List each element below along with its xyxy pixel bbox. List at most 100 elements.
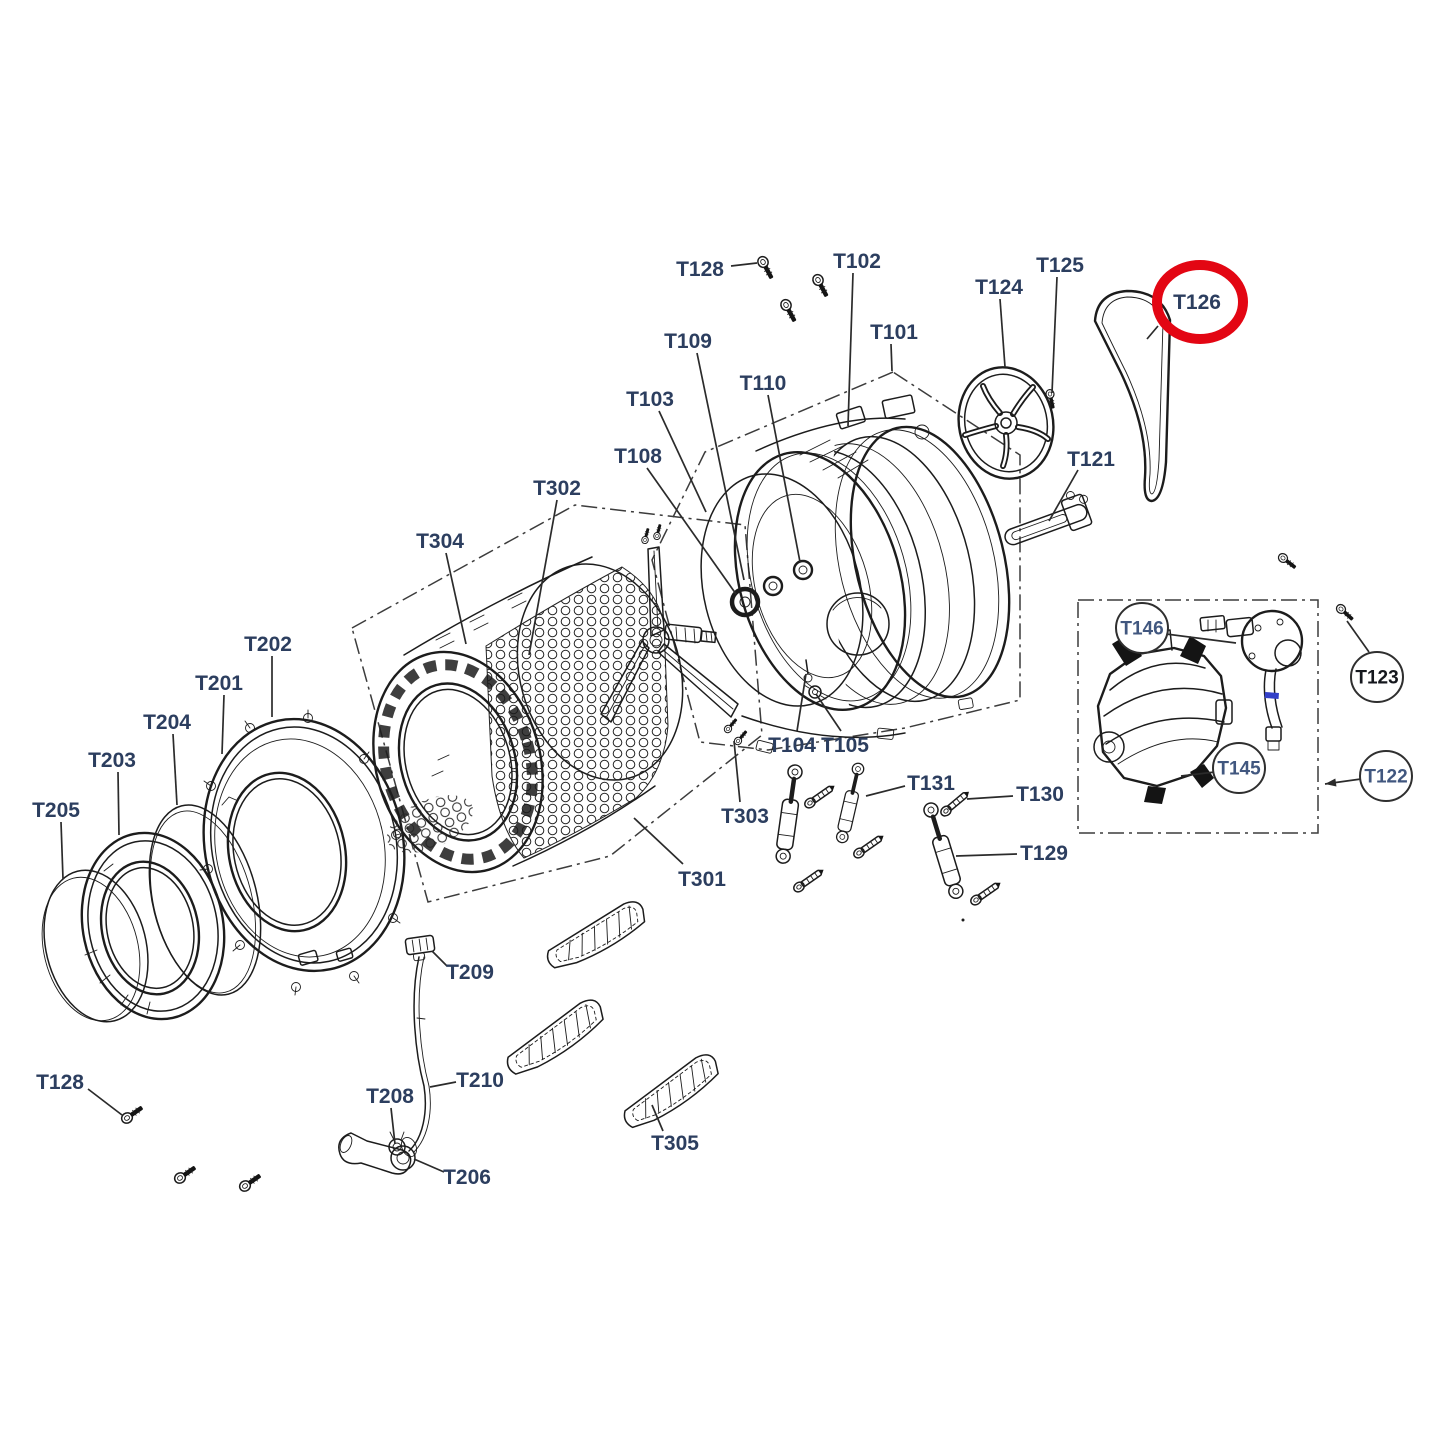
- part-label-T205: T205: [32, 799, 80, 880]
- tub-group-outline: [651, 371, 1021, 751]
- pulley-T124: [957, 366, 1055, 480]
- part-number-T130: T130: [1016, 783, 1064, 806]
- part-number-T128-top: T128: [676, 258, 724, 281]
- part-number-T303: T303: [721, 805, 769, 828]
- part-label-T102: T102: [833, 250, 881, 427]
- mounting-screws-T128: [118, 254, 1357, 1195]
- drive-belt-T126: [1093, 289, 1172, 503]
- part-number-T129: T129: [1020, 842, 1068, 865]
- part-label-T206: T206: [413, 1158, 491, 1189]
- door-hinge-bracket: [335, 947, 354, 962]
- part-label-T104: T104: [768, 673, 816, 757]
- part-number-T126: T126: [1173, 291, 1221, 314]
- pressure-hose-assembly: [338, 934, 436, 1175]
- part-number-T103: T103: [626, 388, 674, 411]
- hose-T210: [408, 956, 427, 1152]
- part-label-T146: T146: [1115, 602, 1237, 654]
- part-number-T210: T210: [456, 1069, 504, 1092]
- part-number-T304: T304: [416, 530, 464, 553]
- drum-lifters-T305: [498, 896, 727, 1135]
- part-number-T110: T110: [740, 372, 787, 395]
- part-number-T208: T208: [366, 1085, 414, 1108]
- part-label-T210: T210: [429, 1069, 504, 1092]
- part-label-T303: T303: [721, 740, 769, 828]
- part-label-T203: T203: [88, 749, 136, 836]
- part-number-T302: T302: [533, 477, 581, 500]
- part-number-T145: T145: [1217, 759, 1261, 780]
- part-number-T109: T109: [664, 330, 712, 353]
- door-seal-outer-T205: [41, 863, 149, 1023]
- part-label-T209: T209: [431, 950, 494, 984]
- part-label-T304: T304: [416, 530, 467, 645]
- motor-group-outline: [1077, 599, 1319, 834]
- tub-gasket-T103: [700, 473, 864, 707]
- dashed-group-outlines: [351, 371, 1319, 903]
- highlight-circle: [1152, 260, 1248, 344]
- part-label-T204: T204: [143, 711, 191, 806]
- damper: [774, 764, 804, 864]
- part-number-T108: T108: [614, 445, 662, 468]
- part-label-T109: T109: [664, 330, 745, 581]
- part-number-T202: T202: [244, 633, 292, 656]
- part-number-T203: T203: [88, 749, 136, 772]
- part-number-T101: T101: [870, 321, 918, 344]
- part-label-T123: T123: [1346, 620, 1404, 703]
- part-label-T103: T103: [626, 388, 707, 513]
- part-label-T124: T124: [975, 276, 1023, 368]
- tub-body-ribs: [826, 425, 1011, 709]
- part-label-T126: T126: [1146, 260, 1248, 344]
- damper-bolt: [968, 878, 1004, 908]
- part-number-T209: T209: [446, 961, 494, 984]
- part-label-T105: T105: [815, 693, 869, 757]
- part-number-T146: T146: [1120, 619, 1163, 640]
- part-label-T122: T122: [1324, 750, 1413, 802]
- part-number-T201: T201: [195, 672, 243, 695]
- part-number-T121: T121: [1067, 448, 1115, 471]
- damper-bracket-T121: [1004, 491, 1093, 546]
- part-number-T125: T125: [1036, 254, 1084, 277]
- tub-assembly-drawing: [700, 394, 1011, 754]
- part-label-T302: T302: [528, 477, 581, 656]
- damper-bolt: [802, 781, 838, 811]
- suspension-dampers: [774, 760, 1004, 922]
- part-number-T105: T105: [821, 734, 869, 757]
- door-ring-T203: [80, 831, 226, 1021]
- part-number-T102: T102: [833, 250, 881, 273]
- pressure-switch-T146: [1199, 609, 1304, 751]
- hose-band-marker: [1264, 692, 1279, 699]
- part-label-T131: T131: [865, 772, 955, 797]
- part-label-T301: T301: [633, 817, 726, 891]
- drum-assembly-drawing: [372, 556, 684, 874]
- part-label-T208: T208: [366, 1085, 414, 1145]
- part-number-T305: T305: [651, 1132, 699, 1155]
- drum-spider-T303: [600, 523, 750, 747]
- part-number-T124: T124: [975, 276, 1023, 299]
- part-label-T129: T129: [955, 842, 1068, 865]
- part-number-T301: T301: [678, 868, 726, 891]
- motor-screw: [1276, 551, 1299, 572]
- part-label-T121: T121: [1048, 448, 1115, 522]
- part-number-T131: T131: [907, 772, 955, 795]
- part-number-T205: T205: [32, 799, 80, 822]
- drum-group-outline: [351, 504, 763, 903]
- motor-screw-T123: [1334, 602, 1357, 624]
- part-label-T305: T305: [651, 1104, 699, 1155]
- part-label-T145: T145: [1180, 742, 1266, 794]
- door-hinge-bracket: [297, 949, 319, 966]
- part-label-T130: T130: [966, 783, 1064, 806]
- part-number-T204: T204: [143, 711, 191, 734]
- damper-T131: [832, 760, 868, 846]
- part-label-T128-bottom: T128: [36, 1071, 123, 1116]
- damper-bolt: [851, 831, 887, 861]
- part-label-T202: T202: [244, 633, 292, 717]
- part-label-T125: T125: [1036, 254, 1084, 394]
- part-label-T128-top: T128: [676, 258, 758, 281]
- part-label-T108: T108: [614, 445, 737, 595]
- part-number-T128-bottom: T128: [36, 1071, 84, 1094]
- drum-front-balance-ring: [378, 659, 538, 865]
- part-number-T104: T104: [768, 734, 816, 757]
- drain-pipe-T206: [338, 1132, 412, 1175]
